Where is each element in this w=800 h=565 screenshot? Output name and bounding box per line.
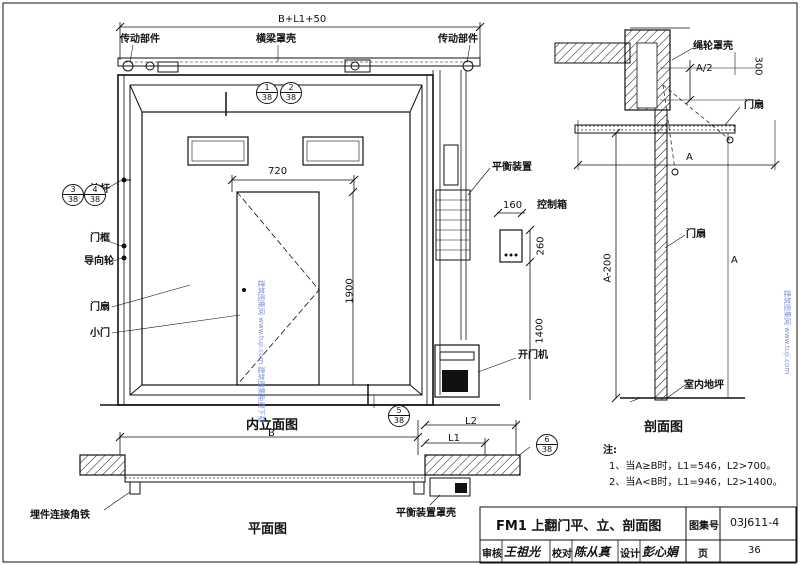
small-door-height-dim: 1900 bbox=[344, 278, 356, 304]
notes-heading: 注: bbox=[603, 445, 617, 456]
box-height-dim: 260 bbox=[535, 236, 547, 256]
indoor-floor-label: 室内地坪 bbox=[684, 380, 724, 391]
notes-line-2: 2、当A<B时，L1=946，L2>1400。 bbox=[609, 477, 783, 488]
door-leaf-label: 门扇 bbox=[90, 302, 110, 313]
design-signature: 彭心娟 bbox=[642, 545, 679, 559]
overall-width-dim: B+L1+50 bbox=[278, 14, 327, 25]
section-view-title: 剖面图 bbox=[644, 420, 684, 435]
review-label: 审核 bbox=[482, 549, 502, 560]
small-door-width-dim: 720 bbox=[268, 166, 288, 177]
plan-view-title: 平面图 bbox=[248, 522, 288, 537]
plan-l2-dim: L2 bbox=[465, 416, 477, 427]
plan-l1-dim: L1 bbox=[448, 433, 460, 444]
guide-wheel-label: 导向轮 bbox=[84, 256, 114, 267]
atlas-number-label: 图集号 bbox=[689, 521, 719, 532]
drive-part-right-label: 传动部件 bbox=[438, 34, 478, 45]
page-number: 36 bbox=[748, 545, 761, 556]
check-signature: 陈从真 bbox=[574, 545, 611, 559]
section-a-dim: A bbox=[686, 152, 693, 163]
section-view bbox=[554, 27, 780, 403]
watermark-right: 建筑图集网 www.tuji.com bbox=[783, 290, 791, 375]
atlas-number: 03J611-4 bbox=[730, 516, 780, 529]
page-label: 页 bbox=[698, 549, 708, 560]
door-opener-label: 开门机 bbox=[518, 350, 548, 361]
control-box-label: 控制箱 bbox=[537, 200, 567, 211]
title-block-lines bbox=[479, 506, 797, 564]
plan-view bbox=[79, 420, 531, 511]
drawing-title: FM1 上翻门平、立、剖面图 bbox=[496, 519, 662, 534]
drive-part-left-label: 传动部件 bbox=[120, 34, 160, 45]
elevation-view bbox=[100, 22, 535, 408]
anchor-angle-label: 埋件连接角铁 bbox=[30, 510, 90, 521]
beam-cover-label: 横梁罩壳 bbox=[256, 34, 296, 45]
notes-line-1: 1、当A≥B时，L1=546，L2>700。 bbox=[609, 461, 777, 472]
small-door-label: 小门 bbox=[90, 328, 110, 339]
review-signature: 王祖光 bbox=[504, 545, 541, 559]
door-frame-label: 门框 bbox=[90, 233, 110, 244]
balance-device-label: 平衡装置 bbox=[492, 162, 532, 173]
balance-cover-label: 平衡装置罩壳 bbox=[396, 508, 456, 519]
section-300-dim: 300 bbox=[752, 56, 764, 76]
section-a-right-dim: A bbox=[731, 255, 738, 266]
elevation-view-title: 内立面图 bbox=[246, 418, 299, 433]
check-label: 校对 bbox=[552, 549, 572, 560]
plan-b-dim: B bbox=[268, 428, 275, 439]
box-width-dim: 160 bbox=[503, 200, 523, 211]
section-a200-dim: A-200 bbox=[602, 253, 614, 283]
watermark-left: 建筑图集网 www.tuji.com 建筑图集免费下载 bbox=[257, 280, 265, 423]
section-door-leaf-label: 门扇 bbox=[686, 229, 706, 240]
section-door-leaf-top-label: 门扇 bbox=[744, 100, 764, 111]
design-label: 设计 bbox=[620, 549, 640, 560]
rope-wheel-cover-label: 绳轮罩壳 bbox=[693, 41, 733, 52]
section-a-half-dim: A/2 bbox=[696, 63, 713, 74]
box-elevation-dim: 1400 bbox=[534, 318, 546, 344]
